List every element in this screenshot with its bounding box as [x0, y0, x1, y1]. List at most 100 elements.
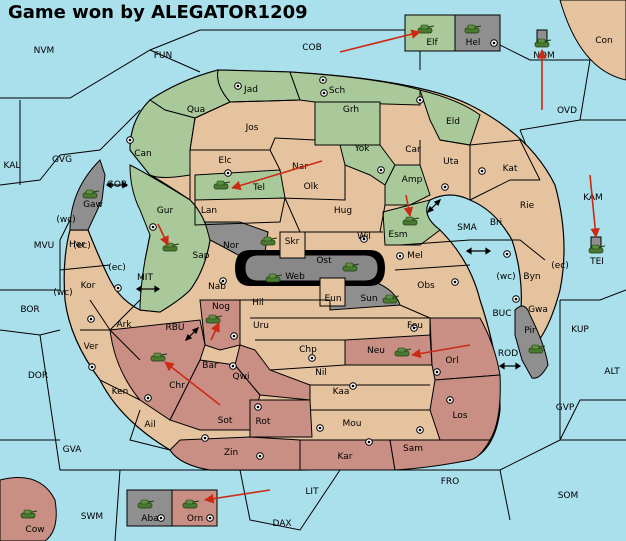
coast-annotation-wc: (wc) — [53, 288, 72, 298]
land-borders — [59, 99, 546, 451]
province-label-skr: Skr — [285, 237, 300, 247]
province-label-ark: Ark — [116, 320, 132, 330]
province-label-kat: Kat — [503, 164, 518, 174]
province-label-ken: Ken — [112, 387, 129, 397]
province-label-nab: Nab — [208, 282, 226, 292]
province-label-nil: Nil — [315, 368, 327, 378]
move-arrows — [157, 29, 600, 504]
province-label-gwa: Gwa — [528, 305, 548, 315]
province-label-mel: Mel — [407, 251, 423, 261]
sea-label-mvu: MVU — [34, 241, 55, 251]
province-label-qwi: Qwi — [233, 372, 250, 382]
province-label-ost: Ost — [316, 256, 332, 266]
province-label-gur: Gur — [157, 206, 174, 216]
province-label-nog: Nog — [212, 302, 230, 312]
province-label-sam: Sam — [403, 444, 423, 454]
province-label-jad: Jad — [243, 85, 258, 95]
sea-label-mit: MIT — [137, 273, 153, 283]
province-label-chr: Chr — [169, 381, 185, 391]
province-label-rot: Rot — [256, 417, 271, 427]
province-label-gaw: Gaw — [83, 200, 103, 210]
province-label-yok: Yok — [353, 144, 370, 154]
sea-label-gva: GVA — [63, 445, 83, 455]
province-label-uta: Uta — [443, 157, 459, 167]
sea-label-dor: DOR — [28, 371, 48, 381]
province-label-chp: Chp — [299, 345, 317, 355]
province-label-pir: Pir — [524, 326, 536, 336]
sea-label-lit: LIT — [305, 487, 319, 497]
province-label-uru: Uru — [253, 321, 269, 331]
province-label-kor: Kor — [81, 281, 96, 291]
sea-label-buc: BUC — [492, 309, 511, 319]
sea-label-cob: COB — [302, 43, 322, 53]
province-label-sap: Sap — [193, 251, 210, 261]
province-label-byn: Byn — [523, 272, 540, 282]
province-label-feu: Feu — [407, 321, 423, 331]
province-label-nom: NOM — [533, 51, 555, 61]
coast-annotation-ec: (ec) — [108, 263, 126, 273]
province-label-orl: Orl — [445, 356, 458, 366]
province-label-car: Car — [405, 145, 421, 155]
province-label-elf: Elf — [426, 38, 438, 48]
province-label-web: Web — [285, 272, 305, 282]
sea-label-bor: BOR — [20, 305, 39, 315]
sea-label-alt: ALT — [604, 367, 620, 377]
coast-annotation-ec: (ec) — [551, 261, 569, 271]
province-label-rie: Rie — [520, 201, 535, 211]
province-label-sch: Sch — [329, 86, 345, 96]
sea-label-rbu: RBU — [165, 323, 184, 333]
sea-label-sma: SMA — [457, 223, 477, 233]
province-label-hug: Hug — [334, 206, 352, 216]
province-label-cow: Cow — [25, 525, 44, 535]
province-label-nor: Nor — [223, 241, 239, 251]
province-label-kar: Kar — [338, 452, 353, 462]
province-label-los: Los — [452, 411, 467, 421]
province-label-hil: Hil — [252, 298, 264, 308]
province-label-mou: Mou — [343, 419, 362, 429]
province-label-zin: Zin — [224, 448, 238, 458]
coast-annotation-wc: (wc) — [496, 272, 515, 282]
province-label-aba: Aba — [141, 514, 158, 524]
province-label-kaa: Kaa — [333, 387, 350, 397]
province-label-eun: Eun — [324, 294, 341, 304]
province-label-sot: Sot — [218, 416, 233, 426]
sea-label-nvm: NVM — [34, 46, 55, 56]
province-label-qua: Qua — [187, 105, 205, 115]
sea-label-ovd: OVD — [557, 106, 577, 116]
sea-label-kup: KUP — [571, 325, 589, 335]
province-label-orn: Orn — [187, 514, 203, 524]
sea-label-dax: DAX — [272, 519, 291, 529]
province-label-tel: Tel — [252, 183, 265, 193]
province-label-jos: Jos — [245, 123, 259, 133]
sea-label-gvp: GVP — [556, 403, 575, 413]
coast-annotation-wc: (wc) — [56, 215, 75, 225]
province-label-olk: Olk — [304, 182, 320, 192]
sea-label-rod: ROD — [498, 349, 518, 359]
sea-label-kal: KAL — [4, 161, 21, 171]
sea-label-gvg: GVG — [52, 155, 72, 165]
province-label-wil: Wil — [357, 232, 371, 242]
sea-label-gor: GOR — [107, 180, 127, 190]
province-label-lan: Lan — [201, 206, 217, 216]
province-label-amp: Amp — [402, 175, 423, 185]
sea-label-swm: SWM — [81, 512, 103, 522]
province-label-bri: Bri — [490, 218, 502, 228]
province-label-sun: Sun — [360, 294, 377, 304]
sea-label-fro: FRO — [441, 477, 460, 487]
adjacency-arrows — [105, 181, 522, 370]
province-label-hel: Hel — [466, 38, 481, 48]
province-label-elc: Elc — [218, 156, 231, 166]
game-result-title: Game won by ALEGATOR1209 — [8, 2, 308, 23]
province-label-bar: Bar — [202, 361, 218, 371]
province-label-ail: Ail — [144, 420, 155, 430]
province-label-grh: Grh — [343, 105, 359, 115]
sea-label-som: SOM — [558, 491, 579, 501]
province-label-ver: Ver — [84, 342, 99, 352]
coast-annotations: (wc) (ec) (ec) (wc) (wc) (ec) — [53, 215, 568, 298]
province-label-obs: Obs — [417, 281, 435, 291]
province-label-her: Her — [69, 240, 85, 250]
coast-annotation-ec: (ec) — [73, 241, 91, 251]
